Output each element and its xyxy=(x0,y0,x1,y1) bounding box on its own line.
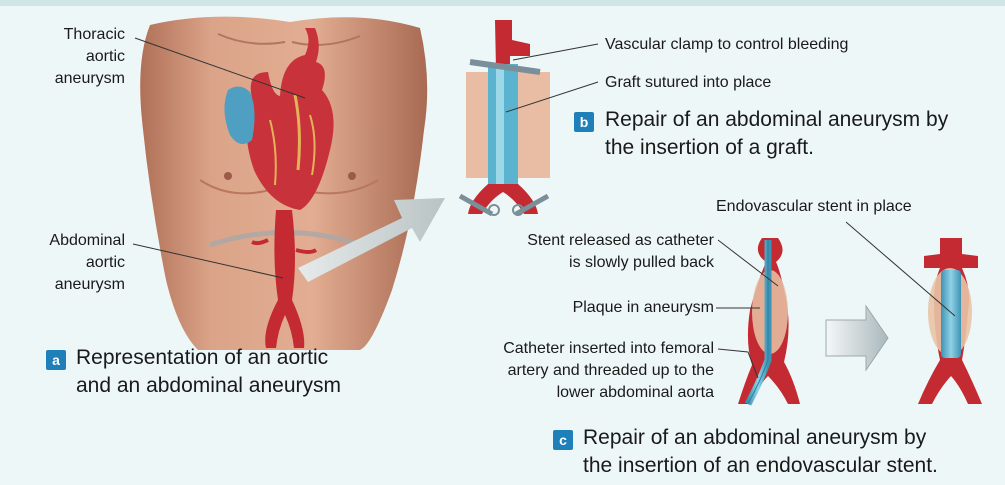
caption-c: Repair of an abdominal aneurysm by the i… xyxy=(583,424,938,480)
graft-illustration xyxy=(460,20,550,215)
label-thoracic-line1: Thoracic xyxy=(55,24,125,46)
label-graft: Graft sutured into place xyxy=(605,72,771,94)
caption-a-line2: and an abdominal aneurysm xyxy=(76,372,341,400)
caption-b: Repair of an abdominal aneurysm by the i… xyxy=(605,106,948,162)
caption-a: Representation of an aortic and an abdom… xyxy=(76,344,341,400)
stent-in-place-illustration xyxy=(918,238,982,404)
label-plaque: Plaque in aneurysm xyxy=(573,297,714,319)
label-abdominal-line2: aortic xyxy=(49,252,125,274)
label-stent-released: Stent released as catheter is slowly pul… xyxy=(527,230,714,274)
label-thoracic-line3: aneurysm xyxy=(55,68,125,90)
label-catheter: Catheter inserted into femoral artery an… xyxy=(503,338,714,404)
caption-c-line2: the insertion of an endovascular stent. xyxy=(583,452,938,480)
caption-c-line1: Repair of an abdominal aneurysm by xyxy=(583,424,938,452)
label-clamp: Vascular clamp to control bleeding xyxy=(605,34,848,56)
label-stent-released-line2: is slowly pulled back xyxy=(527,252,714,274)
label-catheter-line1: Catheter inserted into femoral xyxy=(503,338,714,360)
label-abdominal-line3: aneurysm xyxy=(49,274,125,296)
label-stent-in-place: Endovascular stent in place xyxy=(716,196,912,218)
label-stent-released-line1: Stent released as catheter xyxy=(527,230,714,252)
caption-b-line2: the insertion of a graft. xyxy=(605,134,948,162)
label-thoracic: Thoracic aortic aneurysm xyxy=(55,24,125,90)
label-abdominal: Abdominal aortic aneurysm xyxy=(49,230,125,296)
caption-b-line1: Repair of an abdominal aneurysm by xyxy=(605,106,948,134)
label-catheter-line3: lower abdominal aorta xyxy=(503,382,714,404)
badge-c: c xyxy=(553,430,573,450)
badge-a: a xyxy=(46,350,66,370)
stent-in-place-pointer xyxy=(846,222,955,316)
arrow-stent xyxy=(826,306,888,370)
label-catheter-line2: artery and threaded up to the xyxy=(503,360,714,382)
label-thoracic-line2: aortic xyxy=(55,46,125,68)
label-abdominal-line1: Abdominal xyxy=(49,230,125,252)
badge-b: b xyxy=(574,112,594,132)
caption-a-line1: Representation of an aortic xyxy=(76,344,341,372)
